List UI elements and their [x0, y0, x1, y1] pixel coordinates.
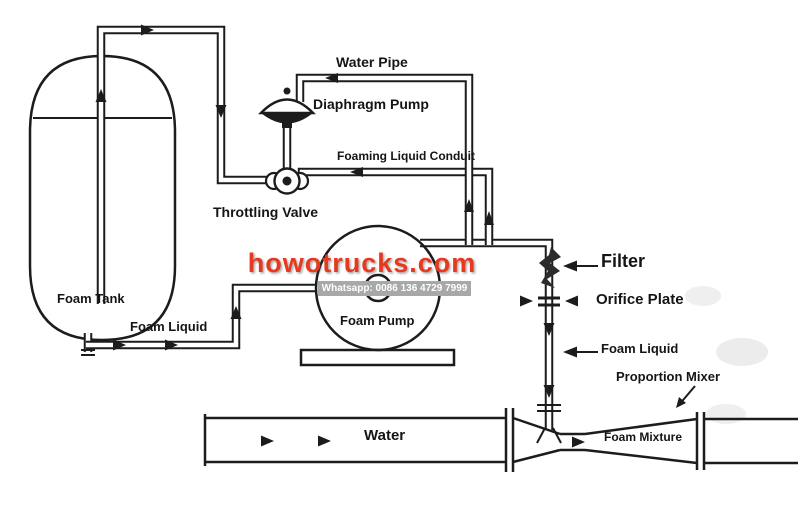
- throttling-valve-icon: [264, 167, 310, 195]
- mixer-nozzle: [536, 427, 546, 444]
- arrow-water-pipe: [325, 73, 338, 83]
- label-foam-tank: Foam Tank: [57, 291, 125, 306]
- pipes: [83, 25, 554, 430]
- arrow-top-line: [141, 24, 154, 36]
- diaphragm-pump-icon: [258, 87, 316, 128]
- arrow-down-right-pipe-1: [543, 323, 555, 336]
- arrow-water-2: [318, 435, 331, 447]
- label-water-pipe: Water Pipe: [336, 54, 408, 70]
- label-filter: Filter: [601, 251, 646, 271]
- label-foaming-liquid-conduit: Foaming Liquid Conduit: [337, 149, 475, 163]
- label-water: Water: [364, 427, 406, 444]
- label-throttling-valve: Throttling Valve: [213, 204, 319, 220]
- label-foam-pump: Foam Pump: [340, 313, 415, 328]
- arrow-down-riser: [215, 105, 227, 118]
- watermark-contact: Whatsapp: 0086 136 4729 7999: [318, 281, 471, 296]
- flow-arrows: [95, 24, 585, 448]
- pointer-lines: [563, 260, 696, 408]
- label-orifice-plate: Orifice Plate: [596, 291, 684, 308]
- pipe-tank-top-line: [96, 25, 270, 304]
- orifice-plate-icon: [538, 296, 560, 307]
- arrow-dip-tube: [95, 89, 107, 102]
- arrow-orifice-right: [565, 295, 578, 307]
- pipe-foaming-liquid-conduit: [297, 167, 494, 245]
- label-proportion-mixer: Proportion Mixer: [616, 369, 721, 384]
- label-foam-liquid-left: Foam Liquid: [130, 319, 208, 334]
- arrow-foam-liquid-1: [113, 339, 126, 351]
- watermark-brand: howotrucks.com: [247, 248, 477, 278]
- pipe-pump-discharge: [420, 238, 554, 430]
- pipe-water-top: [295, 73, 474, 245]
- arrow-up-2: [484, 211, 494, 225]
- tank-outlet-flange: [81, 349, 95, 356]
- arrow-down-right-pipe-2: [543, 385, 555, 398]
- foam-pump-base: [299, 348, 456, 367]
- arrow-up-1: [464, 199, 474, 212]
- label-foam-mixture: Foam Mixture: [604, 430, 683, 444]
- scan-artifacts: [685, 286, 768, 424]
- label-diaphragm-pump: Diaphragm Pump: [313, 96, 429, 112]
- arrow-orifice-left: [520, 295, 533, 307]
- water-main-and-mixer: [203, 404, 798, 472]
- label-foam-liquid-right: Foam Liquid: [601, 341, 679, 356]
- arrow-foam-liquid-2: [165, 339, 178, 351]
- arrow-foam-mixture: [572, 436, 585, 448]
- arrow-water-1: [261, 435, 274, 447]
- arrow-suction-up: [230, 306, 242, 319]
- filter-icon: [539, 247, 561, 288]
- arrow-conduit: [350, 167, 363, 177]
